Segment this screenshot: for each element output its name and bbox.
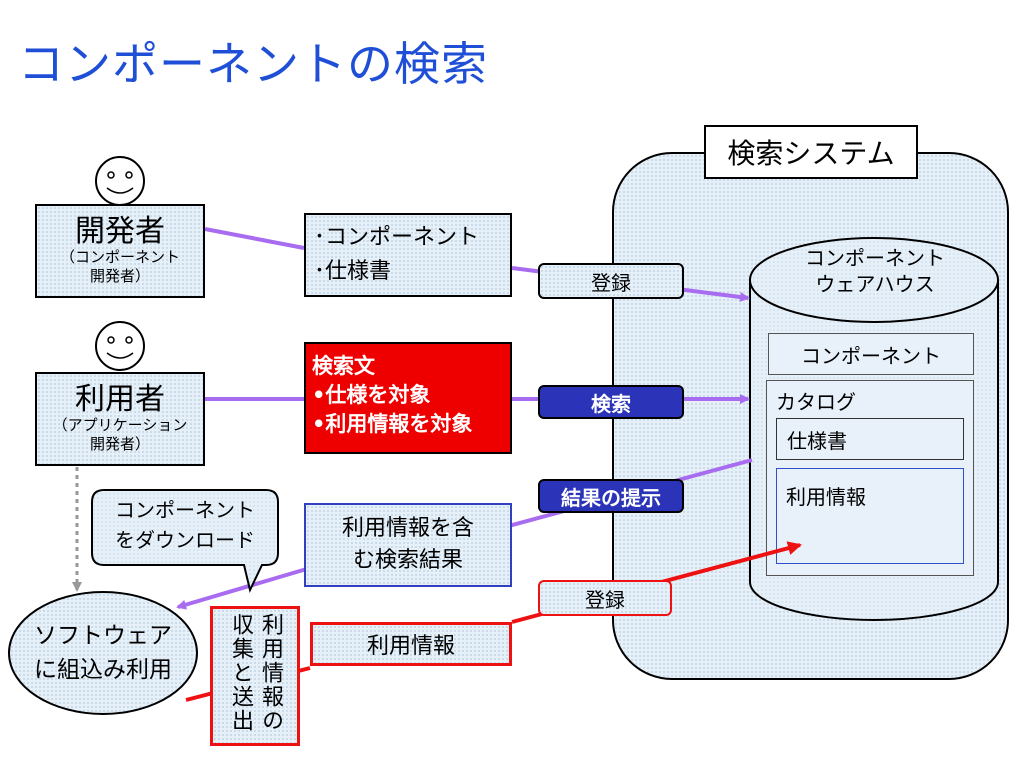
warehouse-label: コンポーネント ウェアハウス: [805, 246, 945, 296]
register-label: 登録: [538, 263, 684, 299]
search-results-box: 利用情報を含 む検索結果: [304, 503, 512, 587]
developer-avatar-icon: [95, 156, 145, 206]
user-box: 利用者 （アプリケーション 開発者）: [35, 372, 205, 466]
page-title: コンポーネントの検索: [18, 37, 488, 91]
developer-box: 開発者 （コンポーネント 開発者）: [35, 204, 205, 298]
dev-items-box: ･コンポーネント ･仕様書: [304, 213, 512, 297]
query-box: 検索文 •仕様を対象 •利用情報を対象: [304, 342, 512, 454]
user-avatar-icon: [95, 321, 145, 371]
user-sub: （アプリケーション 開発者）: [52, 416, 188, 453]
search-label: 検索: [538, 385, 684, 419]
query-title: 検索文: [312, 354, 375, 378]
collect-send-col2-text: 収集と送出: [228, 613, 253, 733]
collect-send-box: 利用情報の 収集と送出: [210, 606, 300, 746]
query-item-usage: •利用情報を対象: [312, 412, 473, 436]
catalog-label: カタログ: [776, 390, 856, 414]
collect-send-col2: 収集と送出: [227, 613, 253, 743]
usage-info-label: 利用情報: [786, 485, 866, 509]
search-system-label: 検索システム: [704, 125, 918, 179]
developer-name: 開発者: [75, 214, 165, 249]
spec-entry: 仕様書: [776, 418, 964, 460]
download-callout: コンポーネント をダウンロード: [115, 498, 255, 552]
register-usage-label: 登録: [538, 580, 672, 616]
collect-send-col1-text: 利用情報の: [258, 613, 283, 733]
usage-info-entry: [776, 468, 964, 564]
developer-sub: （コンポーネント 開発者）: [59, 248, 180, 285]
collect-send-col1: 利用情報の: [257, 613, 283, 743]
result-present-label: 結果の提示: [538, 479, 684, 513]
user-name: 利用者: [75, 382, 165, 417]
software-ellipse: ソフトウェア に組込み利用: [8, 591, 198, 715]
component-store: コンポーネント: [768, 333, 974, 375]
usage-info-box: 利用情報: [310, 622, 512, 666]
query-item-spec: •仕様を対象: [312, 383, 431, 407]
